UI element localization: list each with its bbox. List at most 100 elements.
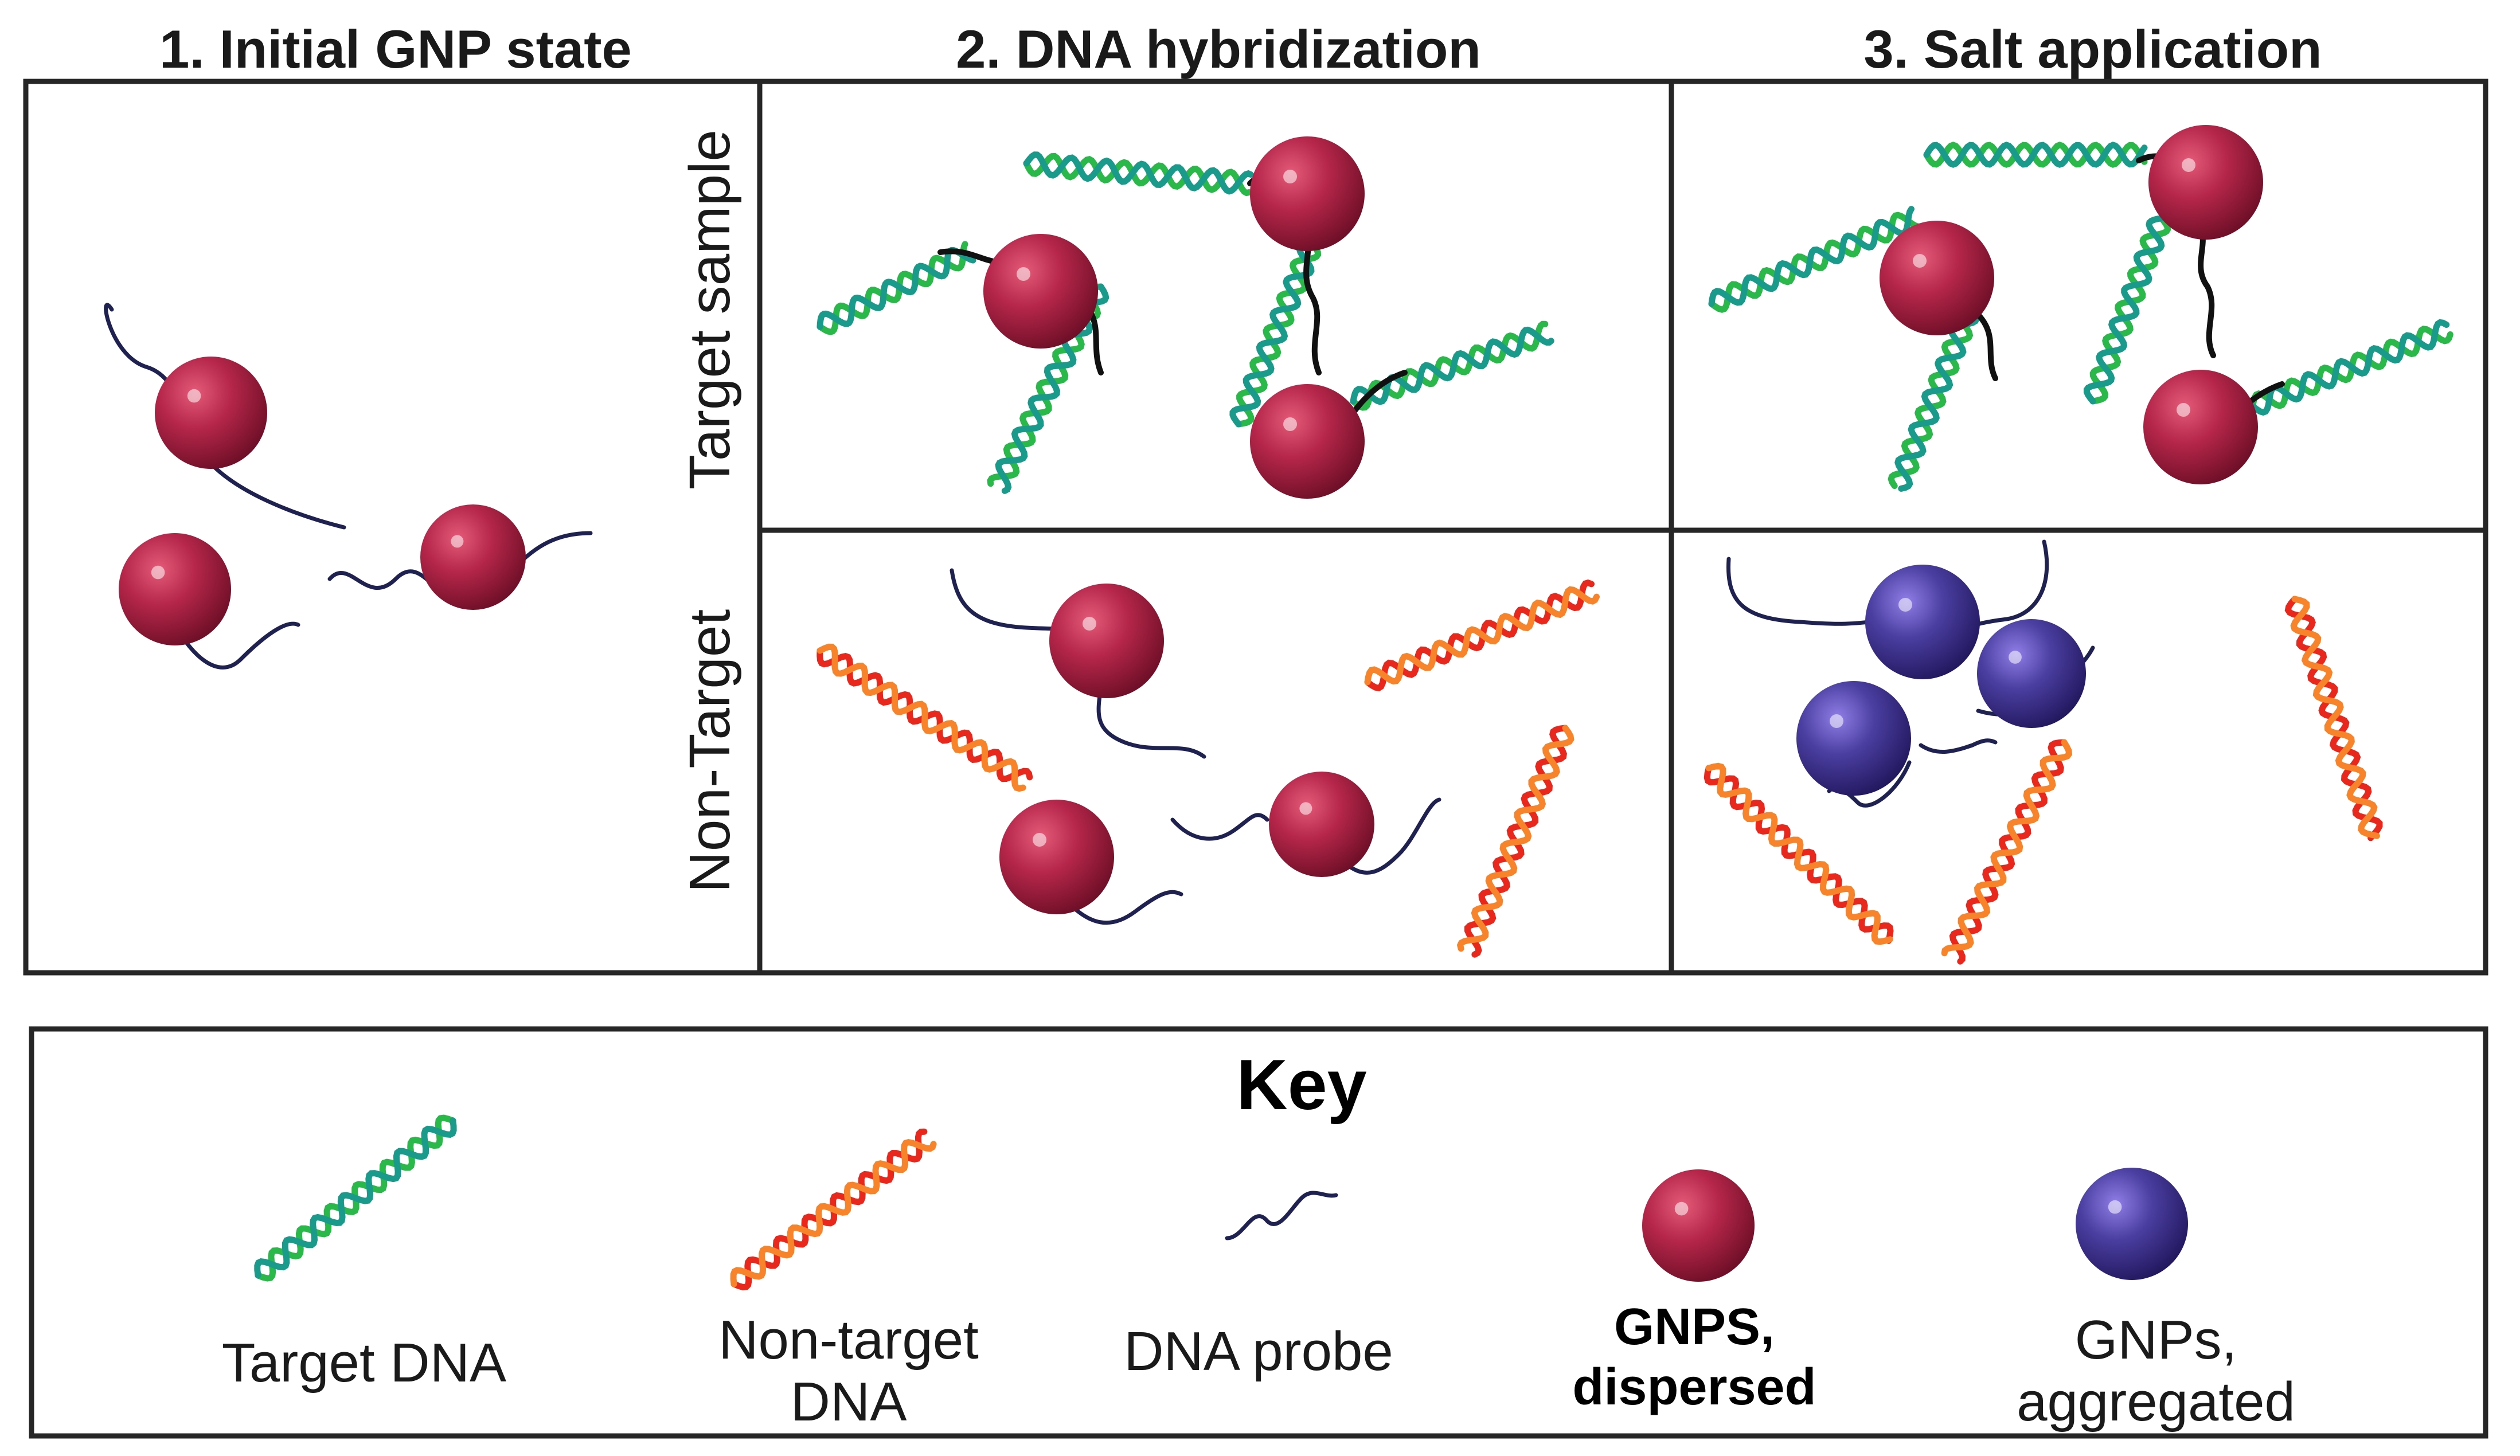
key-label-gnps-aggregated-line1: GNPs,	[2075, 1309, 2237, 1371]
dna-strand	[2290, 596, 2380, 839]
nontarget-dna-helix	[2284, 596, 2383, 841]
particle-highlight	[1898, 598, 1912, 612]
gnp-dispersed	[1880, 221, 1994, 335]
gnp-aggregated	[1865, 565, 1980, 679]
dna-strand	[816, 643, 1026, 792]
gnp-dispersed	[983, 234, 1098, 349]
panel-hybridization-target	[816, 136, 1554, 499]
target-dna-helix	[254, 1114, 457, 1282]
gnp-dispersed	[1250, 136, 1365, 251]
dna-strand	[1949, 739, 2068, 965]
target-dna-helix	[1023, 151, 1254, 197]
dna-strand	[1705, 762, 1893, 945]
dna-strand	[1364, 586, 1600, 686]
dna-strand	[1023, 151, 1254, 195]
particle-highlight	[1913, 254, 1927, 268]
nontarget-dna-helix	[1704, 762, 1894, 945]
gnp-aggregated	[1796, 681, 1911, 796]
dna-strand	[2233, 319, 2450, 416]
dna-probe-strand	[1339, 797, 1441, 875]
dna-strand	[1941, 739, 2073, 957]
nontarget-dna-helix	[816, 643, 1033, 792]
row-label-target: Target sample	[678, 130, 742, 490]
main-panel-border	[23, 79, 2488, 976]
target-dna-helix	[2233, 319, 2453, 422]
particle-highlight	[1299, 802, 1312, 815]
particle-highlight	[1283, 417, 1297, 431]
hybridized-probe	[1970, 307, 1998, 381]
gnp-dispersed	[155, 357, 267, 469]
gnp-dispersed	[999, 800, 1114, 914]
panel-salt-target	[1708, 125, 2453, 492]
dna-probe-strand	[1919, 738, 1998, 754]
key-icons	[254, 1114, 2188, 1291]
particle-highlight	[2108, 1200, 2122, 1214]
dna-strand	[1456, 725, 1574, 952]
dna-probe-strand	[1726, 557, 1889, 626]
dna-strand	[730, 1138, 937, 1287]
gnp-aggregated-icon	[2076, 1168, 2188, 1280]
row-label-nontarget: Non-Target	[678, 609, 742, 893]
gnp-dispersed	[420, 504, 526, 610]
dna-strand	[2233, 326, 2453, 422]
gnp-dispersed	[119, 533, 231, 645]
panel-grid	[23, 79, 2488, 976]
target-dna-helix	[1923, 142, 2148, 168]
target-dna-helix	[1350, 320, 1554, 411]
particle-highlight	[2182, 158, 2195, 172]
dna-strand	[816, 647, 1033, 782]
particle-highlight	[1283, 170, 1297, 183]
nontarget-dna-helix	[730, 1128, 937, 1291]
header-step-1: 1. Initial GNP state	[159, 19, 632, 79]
key-label-nontarget-dna-line1: Non-target	[718, 1309, 979, 1371]
nontarget-dna-helix	[1364, 579, 1600, 692]
panel-salt-nontarget	[1704, 539, 2383, 965]
hybridized-probe	[1350, 370, 1408, 416]
gnp-aggregated	[1977, 619, 2086, 728]
gnp-dispersed	[2143, 370, 2258, 484]
dna-strand	[1708, 206, 1915, 307]
dna-strand	[1364, 579, 1595, 692]
key-label-dna-probe: DNA probe	[1124, 1321, 1393, 1382]
dna-probe-strand	[1058, 890, 1183, 925]
dna-probe-strand	[1170, 813, 1269, 841]
gnp-dispersed	[1250, 384, 1365, 499]
dna-probe-icon	[1225, 1191, 1338, 1240]
panel-hybridization-nontarget	[816, 568, 1600, 958]
key-label-target-dna: Target DNA	[222, 1332, 506, 1394]
target-dna-helix	[2083, 214, 2171, 405]
target-dna-helix	[1708, 206, 1922, 313]
key-title: Key	[1236, 1046, 1367, 1125]
nontarget-dna-helix	[1941, 739, 2073, 965]
dna-strand	[2083, 215, 2166, 405]
particle-highlight	[1017, 267, 1030, 281]
particle-highlight	[1033, 833, 1046, 847]
gnp-dispersed-icon	[1642, 1169, 1755, 1282]
dna-strand	[1464, 725, 1569, 958]
header-step-2: 2. DNA hybridization	[956, 19, 1481, 79]
dna-strand	[2089, 214, 2171, 405]
particle-highlight	[2009, 651, 2022, 664]
dna-probe-strand	[170, 617, 300, 670]
dna-strand	[816, 241, 968, 335]
gnp-dispersed	[2148, 125, 2263, 240]
dna-strand	[1350, 320, 1549, 411]
dna-strand	[1023, 152, 1253, 197]
dna-strand	[254, 1117, 457, 1279]
dna-strand	[1923, 142, 2148, 168]
key-label-gnps-dispersed-line1: GNPS,	[1614, 1298, 1775, 1356]
particle-highlight	[1083, 617, 1096, 631]
particle-highlight	[187, 389, 201, 403]
dna-strand	[1350, 326, 1554, 405]
nontarget-dna-helix	[1456, 725, 1574, 958]
dna-strand	[730, 1128, 928, 1291]
key-label-nontarget-dna-line2: DNA	[791, 1371, 907, 1432]
panel-initial-gnp-state	[104, 303, 593, 670]
dna-strand	[816, 247, 976, 330]
header-step-3: 3. Salt application	[1863, 19, 2322, 79]
target-dna-helix	[816, 241, 976, 335]
key-label-gnps-aggregated-line2: aggregated	[2017, 1371, 2295, 1432]
particle-highlight	[1830, 714, 1843, 728]
particle-highlight	[451, 535, 464, 548]
